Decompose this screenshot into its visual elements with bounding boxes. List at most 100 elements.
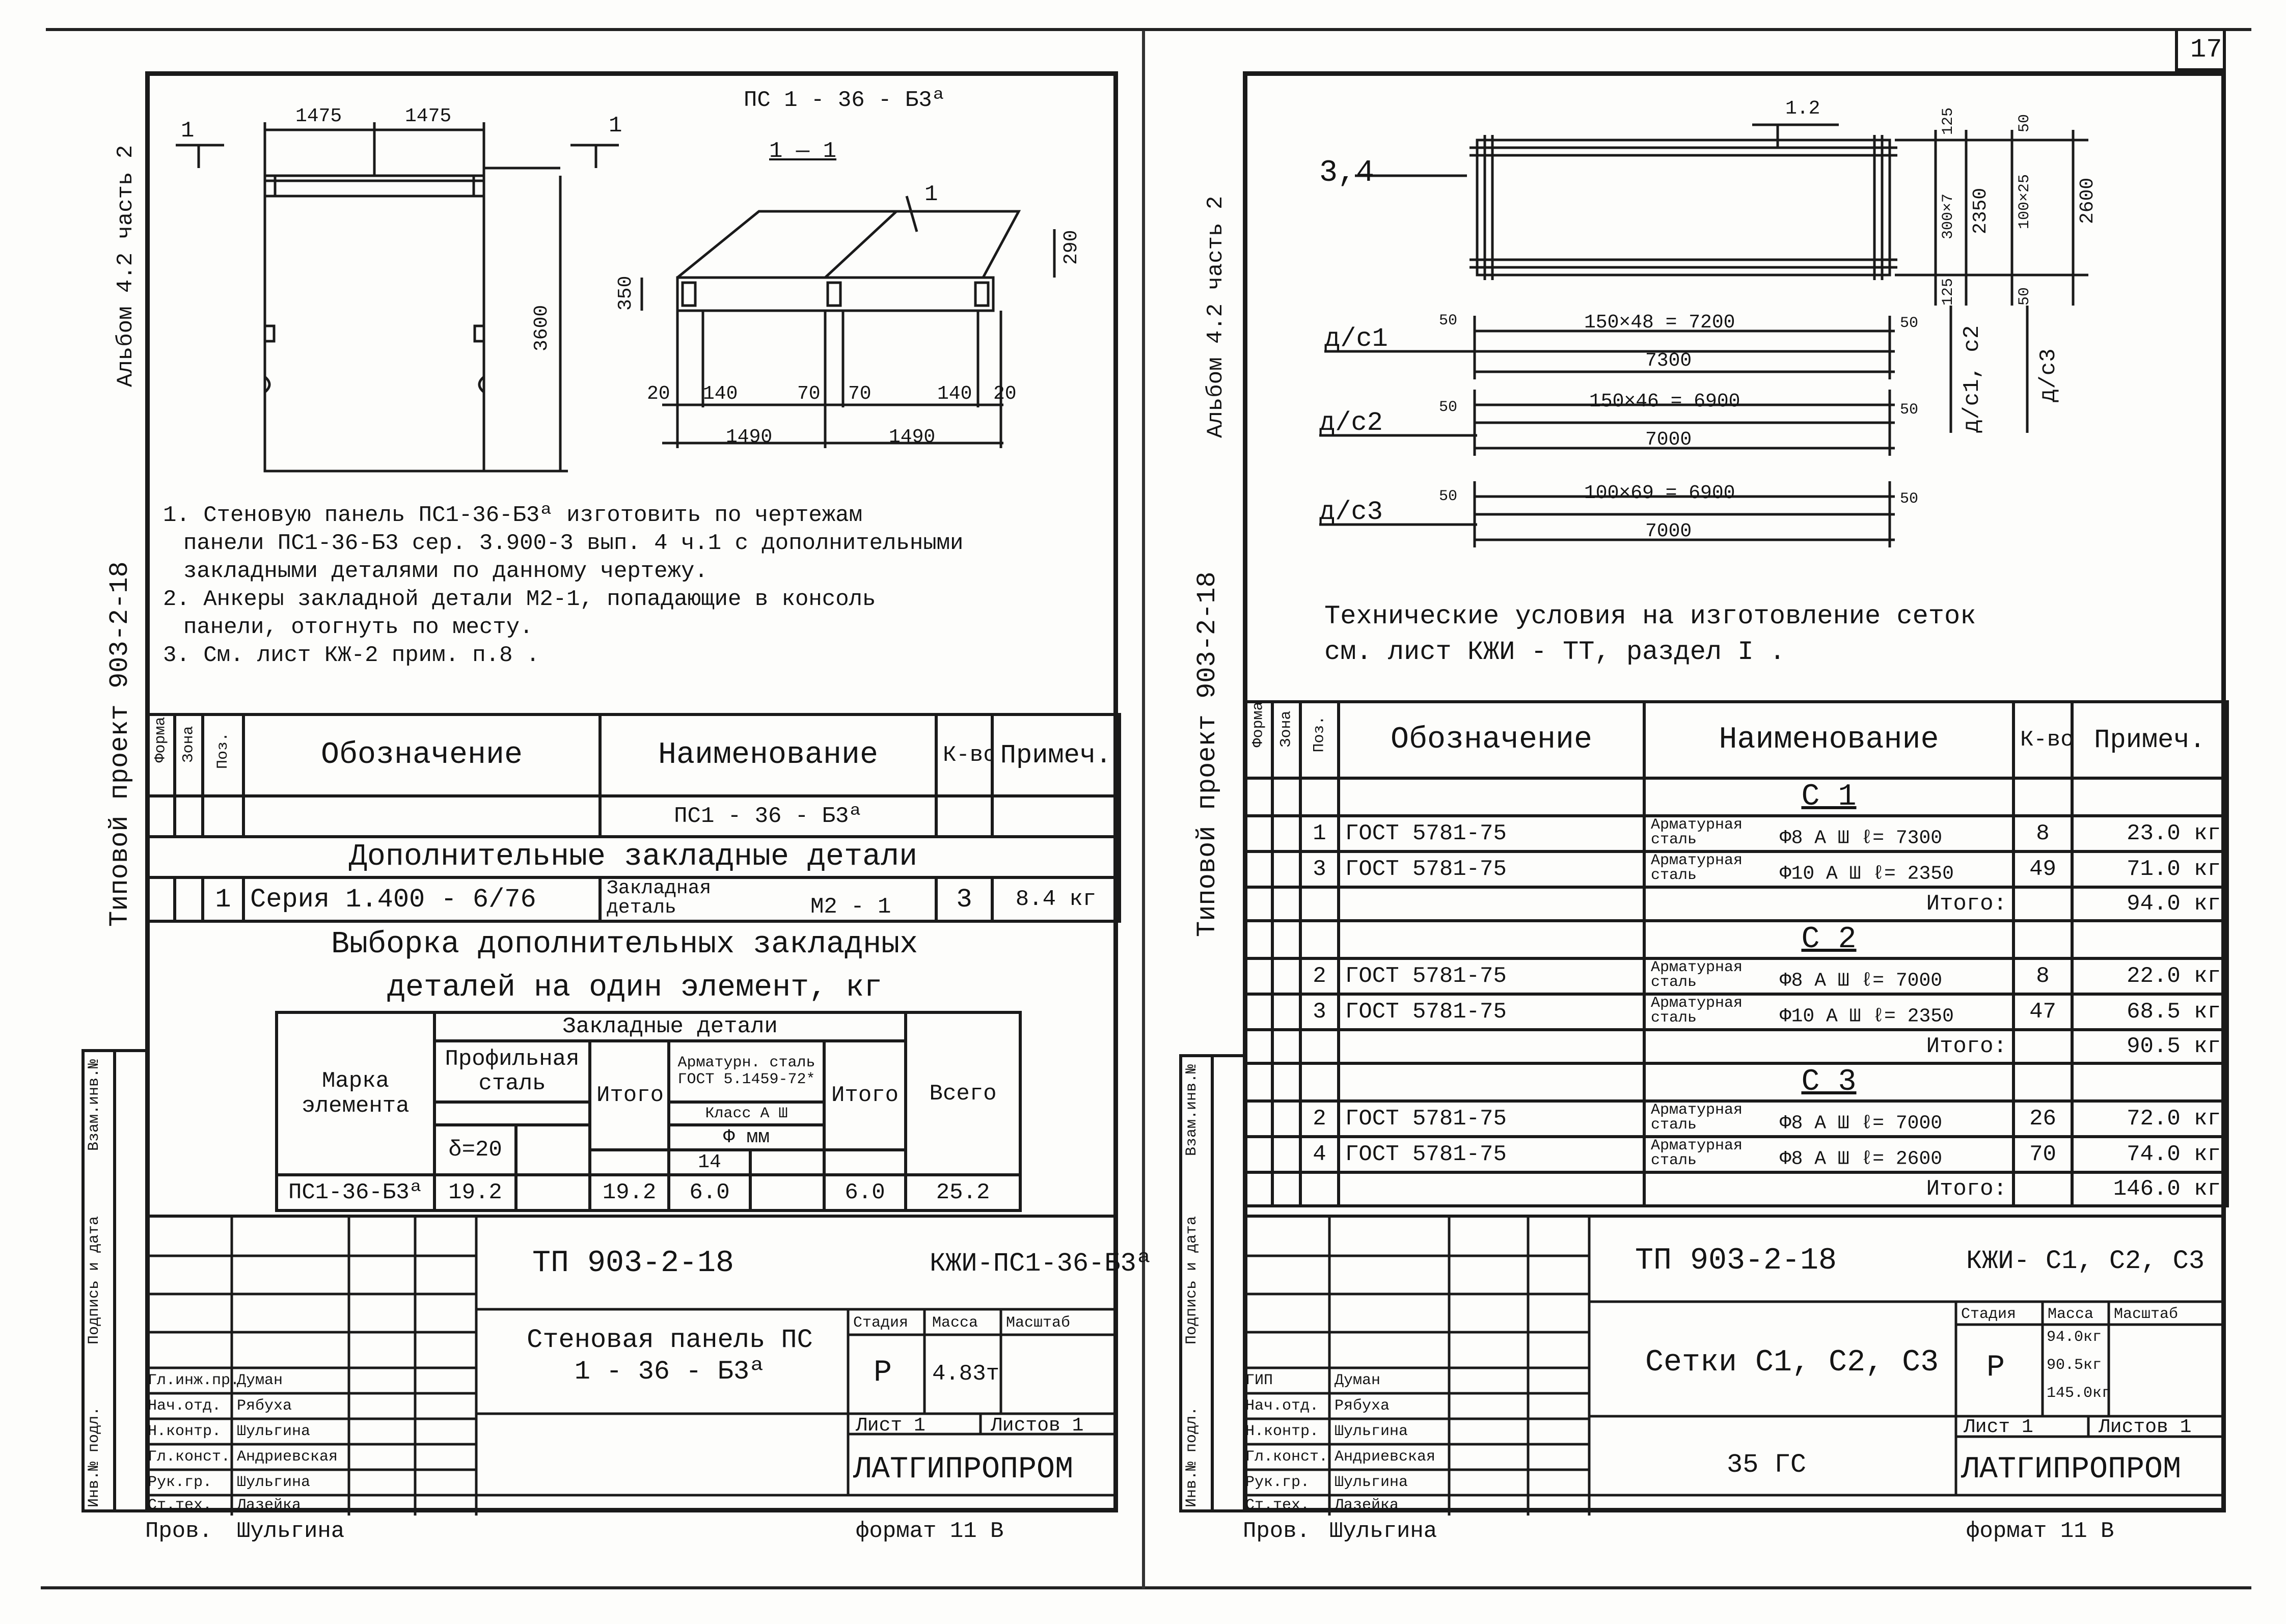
sample-row-total: 25.2 xyxy=(904,1173,1022,1212)
dim-mark-1a: 1 xyxy=(181,118,195,144)
c1-l50: 50 xyxy=(1439,312,1458,329)
c3-r50: 50 xyxy=(1900,490,1919,508)
sample-h-itogo1: Итого xyxy=(588,1039,670,1151)
row-pos: 4 xyxy=(1299,1135,1340,1174)
sample-h-dia: Ф мм xyxy=(667,1123,826,1151)
sample-row-itogo2: 6.0 xyxy=(822,1173,908,1212)
total-c3: 146.0 кг xyxy=(2071,1171,2229,1207)
right-name-5: Лазейка xyxy=(1335,1497,1399,1514)
right-spec-table: Формат Зона Поз. Обозначение Наименовани… xyxy=(1243,700,2229,1207)
right-stamp: ТП 903-2-18 КЖИ- С1, С2, С3 Сетки С1, С2… xyxy=(1243,1215,2226,1516)
left-stamp-mass: 4.83т xyxy=(932,1361,1000,1387)
spec-h-name: Наименование xyxy=(598,713,938,797)
left-stamp: ТП 903-2-18 КЖИ-ПС1-36-Б3ª Стеновая пане… xyxy=(145,1215,1152,1516)
spec-r2-note: 8.4 кг xyxy=(991,876,1121,923)
c2-a: 150×46 = 6900 xyxy=(1589,391,1740,412)
row-qty: 8 xyxy=(2012,814,2074,853)
row-pos: 1 xyxy=(1299,814,1340,853)
right-stamp-sheetcode: КЖИ- С1, С2, С3 xyxy=(1966,1246,2205,1276)
dim-1475b: 1475 xyxy=(405,105,452,127)
left-stamp-h-scale: Масштаб xyxy=(1006,1314,1071,1332)
spec-h-pos: Поз. xyxy=(201,713,245,797)
dim-50top: 50 xyxy=(2016,114,2033,132)
left-spec-table: Формат Зона Поз. Обозначение Наименовани… xyxy=(145,713,1121,923)
row-desig: ГОСТ 5781-75 xyxy=(1337,957,1646,996)
dim-1475a: 1475 xyxy=(295,105,342,127)
row-qty: 70 xyxy=(2012,1135,2074,1174)
dim-1490b: 1490 xyxy=(889,426,936,448)
dim-300x7: 300×7 xyxy=(1940,193,1957,239)
group-title-c2: С 2 xyxy=(1643,919,2015,960)
itogo-c2: Итого: xyxy=(1643,1028,2015,1065)
sample-table: Марка элемента Закладные детали Всего Пр… xyxy=(275,1011,1022,1212)
left-format: формат 11 В xyxy=(856,1519,1004,1544)
row-qty: 8 xyxy=(2012,957,2074,996)
row-pos: 3 xyxy=(1299,993,1340,1031)
row-note: 74.0 кг xyxy=(2071,1135,2229,1174)
c3-a: 100×69 = 6900 xyxy=(1584,482,1735,504)
right-stamp-code: ТП 903-2-18 xyxy=(1635,1244,1837,1278)
rspec-h-desig: Обозначение xyxy=(1337,700,1646,780)
right-role-1: Нач.отд. xyxy=(1245,1397,1319,1415)
row-name: Арматурная сталь Ф8 А Ш ℓ= 2600 xyxy=(1643,1135,2015,1174)
spec-h-desig: Обозначение xyxy=(242,713,602,797)
dim-140b: 140 xyxy=(937,383,972,405)
row-name: Арматурная сталь Ф8 А Ш ℓ= 7000 xyxy=(1643,1099,2015,1138)
table-row: 4 ГОСТ 5781-75 Арматурная сталь Ф8 А Ш ℓ… xyxy=(1243,1135,2229,1174)
left-checked-role: Пров. xyxy=(145,1519,213,1544)
right-name-3: Андриевская xyxy=(1335,1448,1436,1466)
sample-h-class: Класс А Ш xyxy=(667,1100,826,1126)
c1-a: 150×48 = 7200 xyxy=(1584,312,1735,334)
dim-1490a: 1490 xyxy=(726,426,773,448)
left-note-5: панели, отогнуть по месту. xyxy=(183,615,533,640)
spec-row1-name: ПС1 - 36 - Б3ª xyxy=(598,794,938,838)
dim-70b: 70 xyxy=(848,383,872,405)
lbl-c1: д/с1 xyxy=(1324,324,1388,354)
dim-20a: 20 xyxy=(647,383,670,405)
rspec-h-format: Формат xyxy=(1243,700,1274,780)
dim-125b: 125 xyxy=(1940,278,1957,306)
row-name: Арматурная сталь Ф8 А Ш ℓ= 7300 xyxy=(1643,814,2015,853)
right-name-0: Думан xyxy=(1335,1372,1381,1389)
rspec-h-pos: Поз. xyxy=(1299,700,1340,780)
right-format: формат 11 В xyxy=(1966,1519,2114,1544)
left-role-2: Н.контр. xyxy=(148,1423,222,1440)
right-stamp-grid xyxy=(1243,1218,2226,1516)
table-row: 3 ГОСТ 5781-75 Арматурная сталь Ф10 А Ш … xyxy=(1243,850,2229,889)
right-stamp-stage: Р xyxy=(1986,1351,2005,1385)
left-name-0: Думан xyxy=(237,1372,283,1389)
right-stamp-org: ЛАТГИПРОПРОМ xyxy=(1961,1452,2182,1487)
left-note-1: 1. Стеновую панель ПС1-36-Б3ª изготовить… xyxy=(163,503,863,528)
dim-20b: 20 xyxy=(993,383,1017,405)
row-note: 22.0 кг xyxy=(2071,957,2229,996)
page-bottom-rule xyxy=(41,1586,2251,1589)
sample-row-itogo1: 19.2 xyxy=(588,1173,670,1212)
c3-b: 7000 xyxy=(1645,520,1692,542)
left-role-3: Гл.конст. xyxy=(148,1448,231,1466)
spec-r2-mark: М2 - 1 xyxy=(810,894,891,920)
vlbl-c3: д/с3 xyxy=(2036,348,2061,402)
right-stamp-h-scale: Масштаб xyxy=(2114,1306,2179,1323)
sample-row-prof: 19.2 xyxy=(433,1173,518,1212)
right-stamp-mass2: 90.5кг xyxy=(2047,1357,2102,1374)
row-desig: ГОСТ 5781-75 xyxy=(1337,850,1646,889)
row-note: 23.0 кг xyxy=(2071,814,2229,853)
right-checked-name: Шульгина xyxy=(1329,1519,1437,1544)
right-stamp-mass3: 145.0кг xyxy=(2047,1385,2111,1402)
right-stamp-sheet: Лист 1 xyxy=(1964,1416,2033,1438)
itogo-c1: Итого: xyxy=(1643,886,2015,922)
dim-125a: 125 xyxy=(1940,107,1957,135)
row-desig: ГОСТ 5781-75 xyxy=(1337,1099,1646,1138)
c2-b: 7000 xyxy=(1645,429,1692,451)
row-qty: 26 xyxy=(2012,1099,2074,1138)
spec-r2-qty: 3 xyxy=(935,876,994,923)
table-row: 1 ГОСТ 5781-75 Арматурная сталь Ф8 А Ш ℓ… xyxy=(1243,814,2229,853)
c2-l50: 50 xyxy=(1439,399,1458,416)
left-name-4: Шульгина xyxy=(237,1474,311,1491)
row-pos: 3 xyxy=(1299,850,1340,889)
page-top-rule xyxy=(46,28,2251,31)
corner-num: 17 xyxy=(2190,35,2222,65)
right-name-1: Рябуха xyxy=(1335,1397,1390,1415)
